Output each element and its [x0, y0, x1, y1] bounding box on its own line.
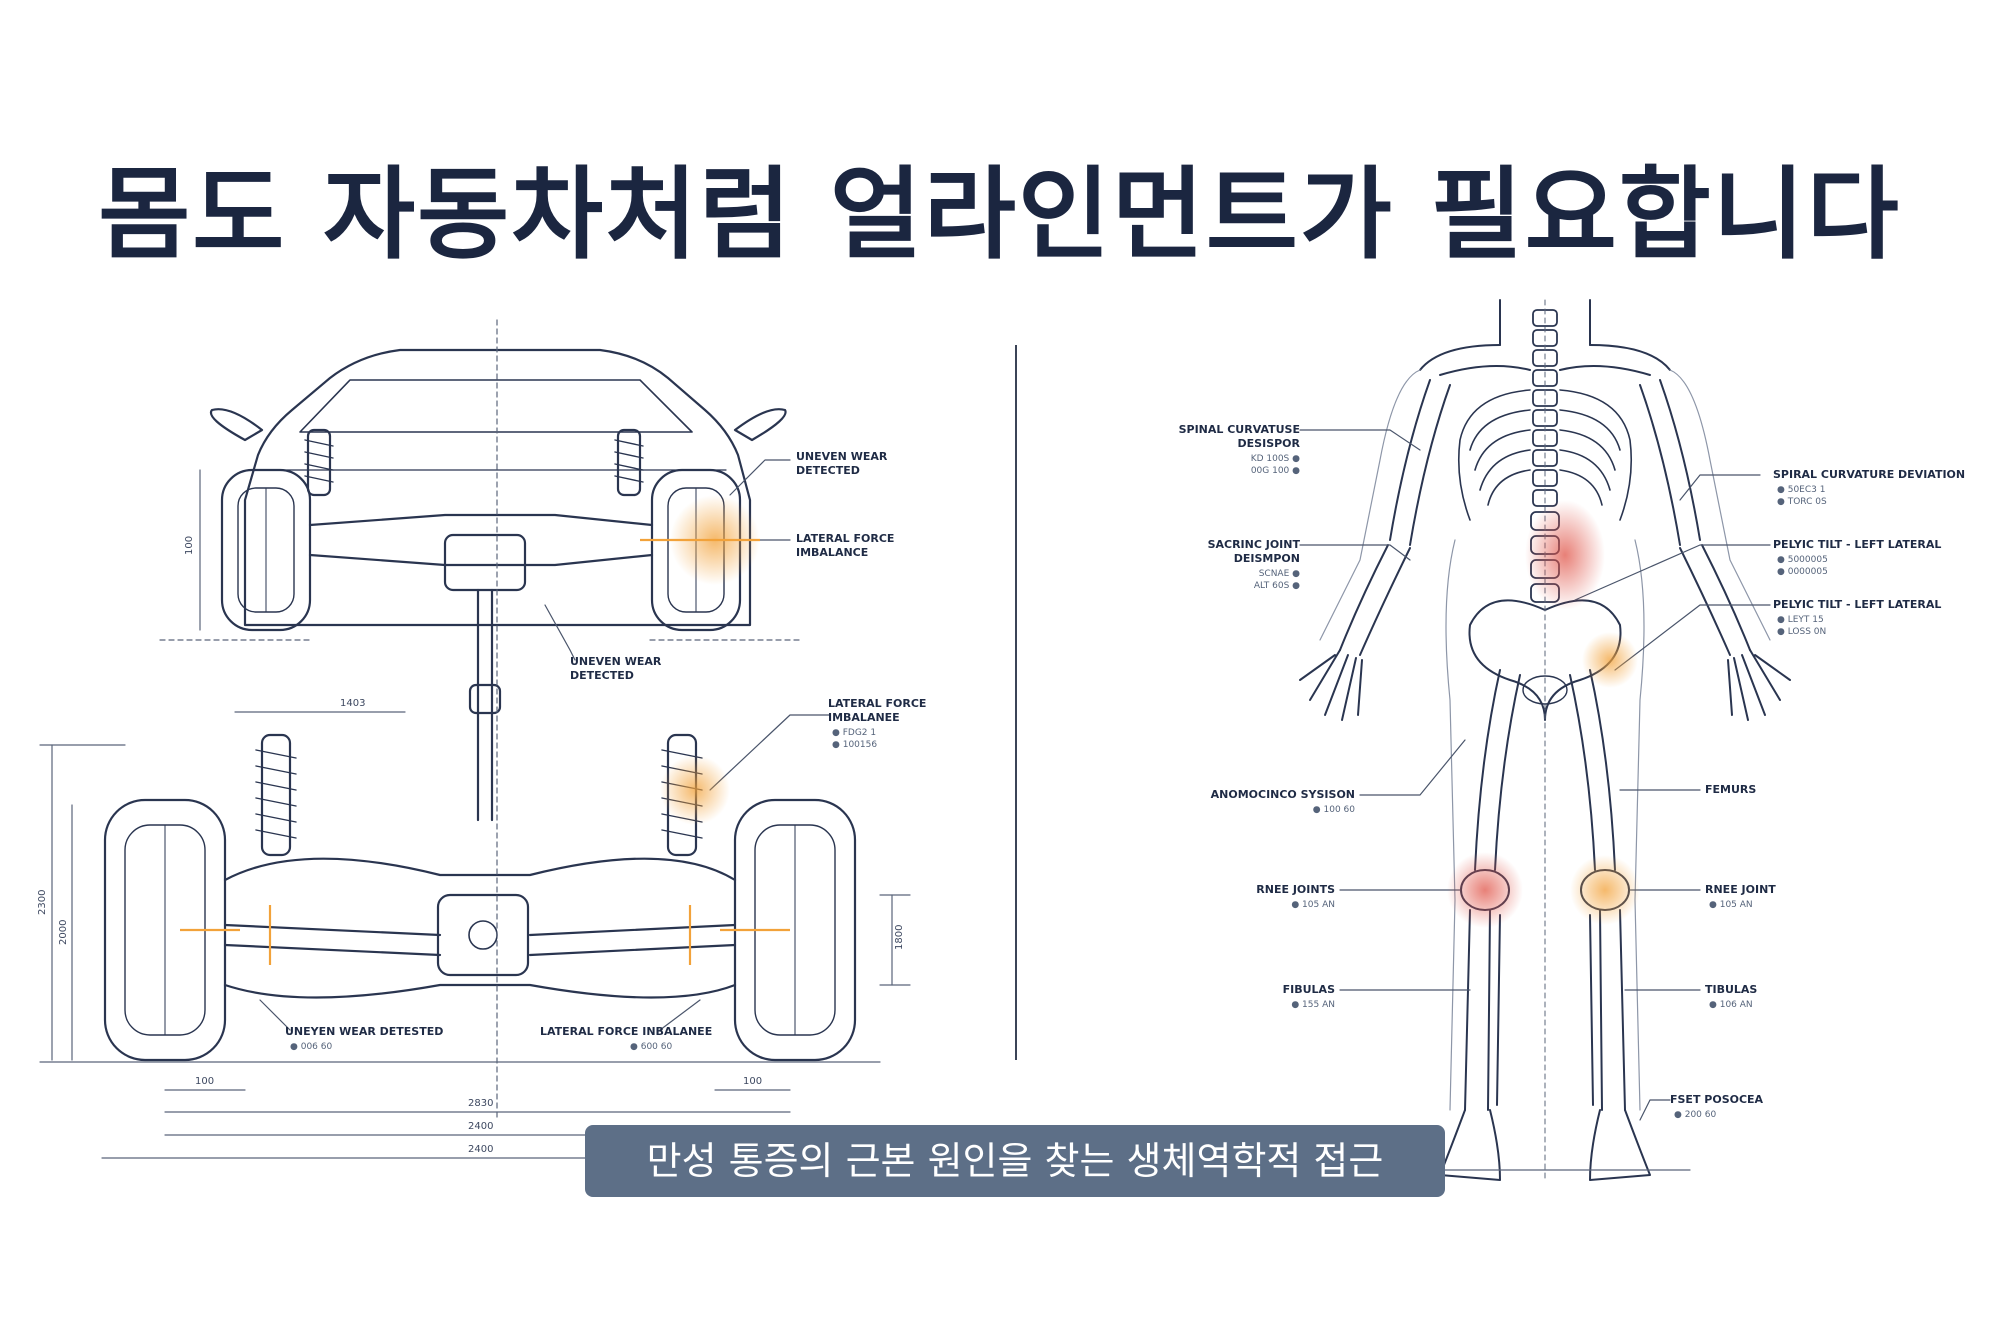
body-callout-5-sub2: ● LOSS 0N: [1777, 627, 1826, 637]
rear-shock-left: [255, 733, 297, 857]
rear-axle: [223, 923, 737, 957]
dim-track: 1403: [340, 698, 365, 709]
body-callout-11-sub1: ● 106 AN: [1709, 1000, 1753, 1010]
body-callout-10-sub1: ● 155 AN: [1291, 1000, 1335, 1010]
glow-left-knee: [1447, 852, 1523, 928]
car-callout-2-title: LATERAL FORCE: [796, 532, 894, 545]
body-callout-6-title: ANOMOCINCO SYSISON: [1211, 788, 1355, 801]
dim-right-offset: 100: [743, 1076, 762, 1087]
car-callout-4-sub1: ● FDG2 1: [832, 728, 876, 738]
car-callout-4-sub2: ● 100156: [832, 740, 877, 750]
body-callout-12-sub1: ● 200 60: [1674, 1110, 1716, 1120]
rear-differential: [436, 893, 530, 977]
body-callout-1-title2: DESISPOR: [1238, 437, 1301, 450]
body-callout-4-sub2: ● 0000005: [1777, 567, 1828, 577]
body-callout-3-sub1: SCNAE ●: [1259, 569, 1300, 579]
body-callout-2-sub1: ● 50EC3 1: [1777, 485, 1825, 495]
left-femur: [1474, 669, 1521, 871]
clavicles: [1439, 365, 1651, 376]
glow-hip: [1582, 632, 1638, 688]
dim-rear-height-outer: 2300: [37, 890, 48, 915]
body-callout-4-title: PELYIC TILT - LEFT LATERAL: [1773, 538, 1941, 551]
left-tibia-fibula: [1464, 909, 1501, 1111]
dim-right-height: 1800: [894, 925, 905, 950]
dim-width-2: 2400: [468, 1121, 493, 1132]
car-callout-3-title2: DETECTED: [570, 669, 634, 682]
body-callouts: SPINAL CURVATUSE DESISPOR KD 100S ● 00G …: [1179, 423, 1966, 1120]
drive-shaft: [476, 588, 494, 822]
body-callout-1-sub1: KD 100S ●: [1251, 454, 1300, 464]
front-differential: [443, 533, 527, 592]
car-mirror-right: [733, 408, 787, 442]
body-callout-12-title: FSET POSOCEA: [1670, 1093, 1764, 1106]
car-callout-1-title: UNEVEN WEAR: [796, 450, 888, 463]
body-callout-7-title: FEMURS: [1705, 783, 1756, 796]
body-callout-11-title: TIBULAS: [1705, 983, 1757, 996]
force-arrows: [180, 538, 790, 965]
body-callout-2-sub2: ● TORC 0S: [1777, 497, 1827, 507]
right-hand: [1727, 649, 1791, 721]
glow-right-knee: [1570, 855, 1640, 925]
body-callout-3-title: SACRINC JOINT: [1208, 538, 1301, 551]
body-callout-2-title: SPIRAL CURVATURE DEVIATION: [1773, 468, 1965, 481]
car-callout-6-sub1: ● 600 60: [630, 1042, 672, 1052]
body-callout-1-sub2: 00G 100 ●: [1251, 466, 1300, 476]
body-callout-8-title: RNEE JOINTS: [1256, 883, 1335, 896]
left-foot: [1439, 1109, 1501, 1181]
dim-left-offset: 100: [195, 1076, 214, 1087]
caption-banner: 만성 통증의 근본 원인을 찾는 생체역학적 접근: [585, 1125, 1445, 1197]
glow-lumbar: [1525, 500, 1605, 610]
body-callout-9-sub1: ● 105 AN: [1709, 900, 1753, 910]
car-callout-6-title: LATERAL FORCE INBALANEE: [540, 1025, 712, 1038]
car-mirror-left: [209, 408, 264, 442]
car-callout-4-title: LATERAL FORCE: [828, 697, 926, 710]
rib-cage: [1457, 389, 1633, 521]
right-forearm: [1679, 544, 1751, 656]
rear-subframe: [223, 857, 737, 999]
car-callout-3-title: UNEVEN WEAR: [570, 655, 662, 668]
body-callout-5-sub1: ● LEYT 15: [1777, 615, 1824, 625]
car-callout-5-sub1: ● 006 60: [290, 1042, 332, 1052]
left-hand: [1299, 649, 1363, 721]
shoulder-outline: [1419, 344, 1671, 371]
body-callout-1-title: SPINAL CURVATUSE: [1179, 423, 1300, 436]
neck-outline: [1499, 299, 1591, 346]
front-shock-left: [304, 428, 334, 497]
right-foot: [1589, 1109, 1651, 1181]
body-callout-9-title: RNEE JOINT: [1705, 883, 1776, 896]
body-callout-3-title2: DEISMPON: [1234, 552, 1300, 565]
left-humerus: [1389, 379, 1451, 546]
right-humerus: [1639, 379, 1701, 546]
skeleton-diagram: [1299, 299, 1791, 1181]
car-dimensions: 100 1403 2300 2000 1800 100 100 2830 240…: [37, 536, 905, 1155]
dim-rear-height-inner: 2000: [58, 920, 69, 945]
car-diagram: [39, 319, 911, 1159]
body-callout-5-title: PELYIC TILT - LEFT LATERAL: [1773, 598, 1941, 611]
body-callout-8-sub1: ● 105 AN: [1291, 900, 1335, 910]
car-body-outline: [243, 348, 752, 627]
dim-front-height: 100: [184, 536, 195, 555]
body-callout-6-sub1: ● 100 60: [1313, 805, 1355, 815]
body-outline: [1319, 369, 1771, 1111]
glow-rear-right: [660, 755, 730, 825]
car-callout-2-title2: IMBALANCE: [796, 546, 868, 559]
front-shock-right: [614, 428, 644, 497]
car-callout-1-title2: DETECTED: [796, 464, 860, 477]
dim-width-1: 2830: [468, 1098, 493, 1109]
page-title: 몸도 자동차처럼 얼라인먼트가 필요합니다: [98, 156, 1901, 273]
front-wheel-left: [220, 468, 312, 632]
body-callout-10-title: FIBULAS: [1283, 983, 1335, 996]
dim-width-3: 2400: [468, 1144, 493, 1155]
right-tibia-fibula: [1589, 909, 1626, 1111]
body-callout-3-sub2: ALT 60S ●: [1254, 581, 1300, 591]
car-callouts: UNEVEN WEAR DETECTED LATERAL FORCE IMBAL…: [285, 450, 926, 1052]
front-axle: [308, 513, 654, 567]
left-forearm: [1339, 544, 1411, 656]
car-callout-5-title: UNEYEN WEAR DETESTED: [285, 1025, 443, 1038]
right-femur: [1569, 669, 1616, 871]
car-windshield: [299, 379, 693, 433]
car-callout-4-title2: IMBALANEE: [828, 711, 900, 724]
body-callout-4-sub1: ● 5000005: [1777, 555, 1828, 565]
